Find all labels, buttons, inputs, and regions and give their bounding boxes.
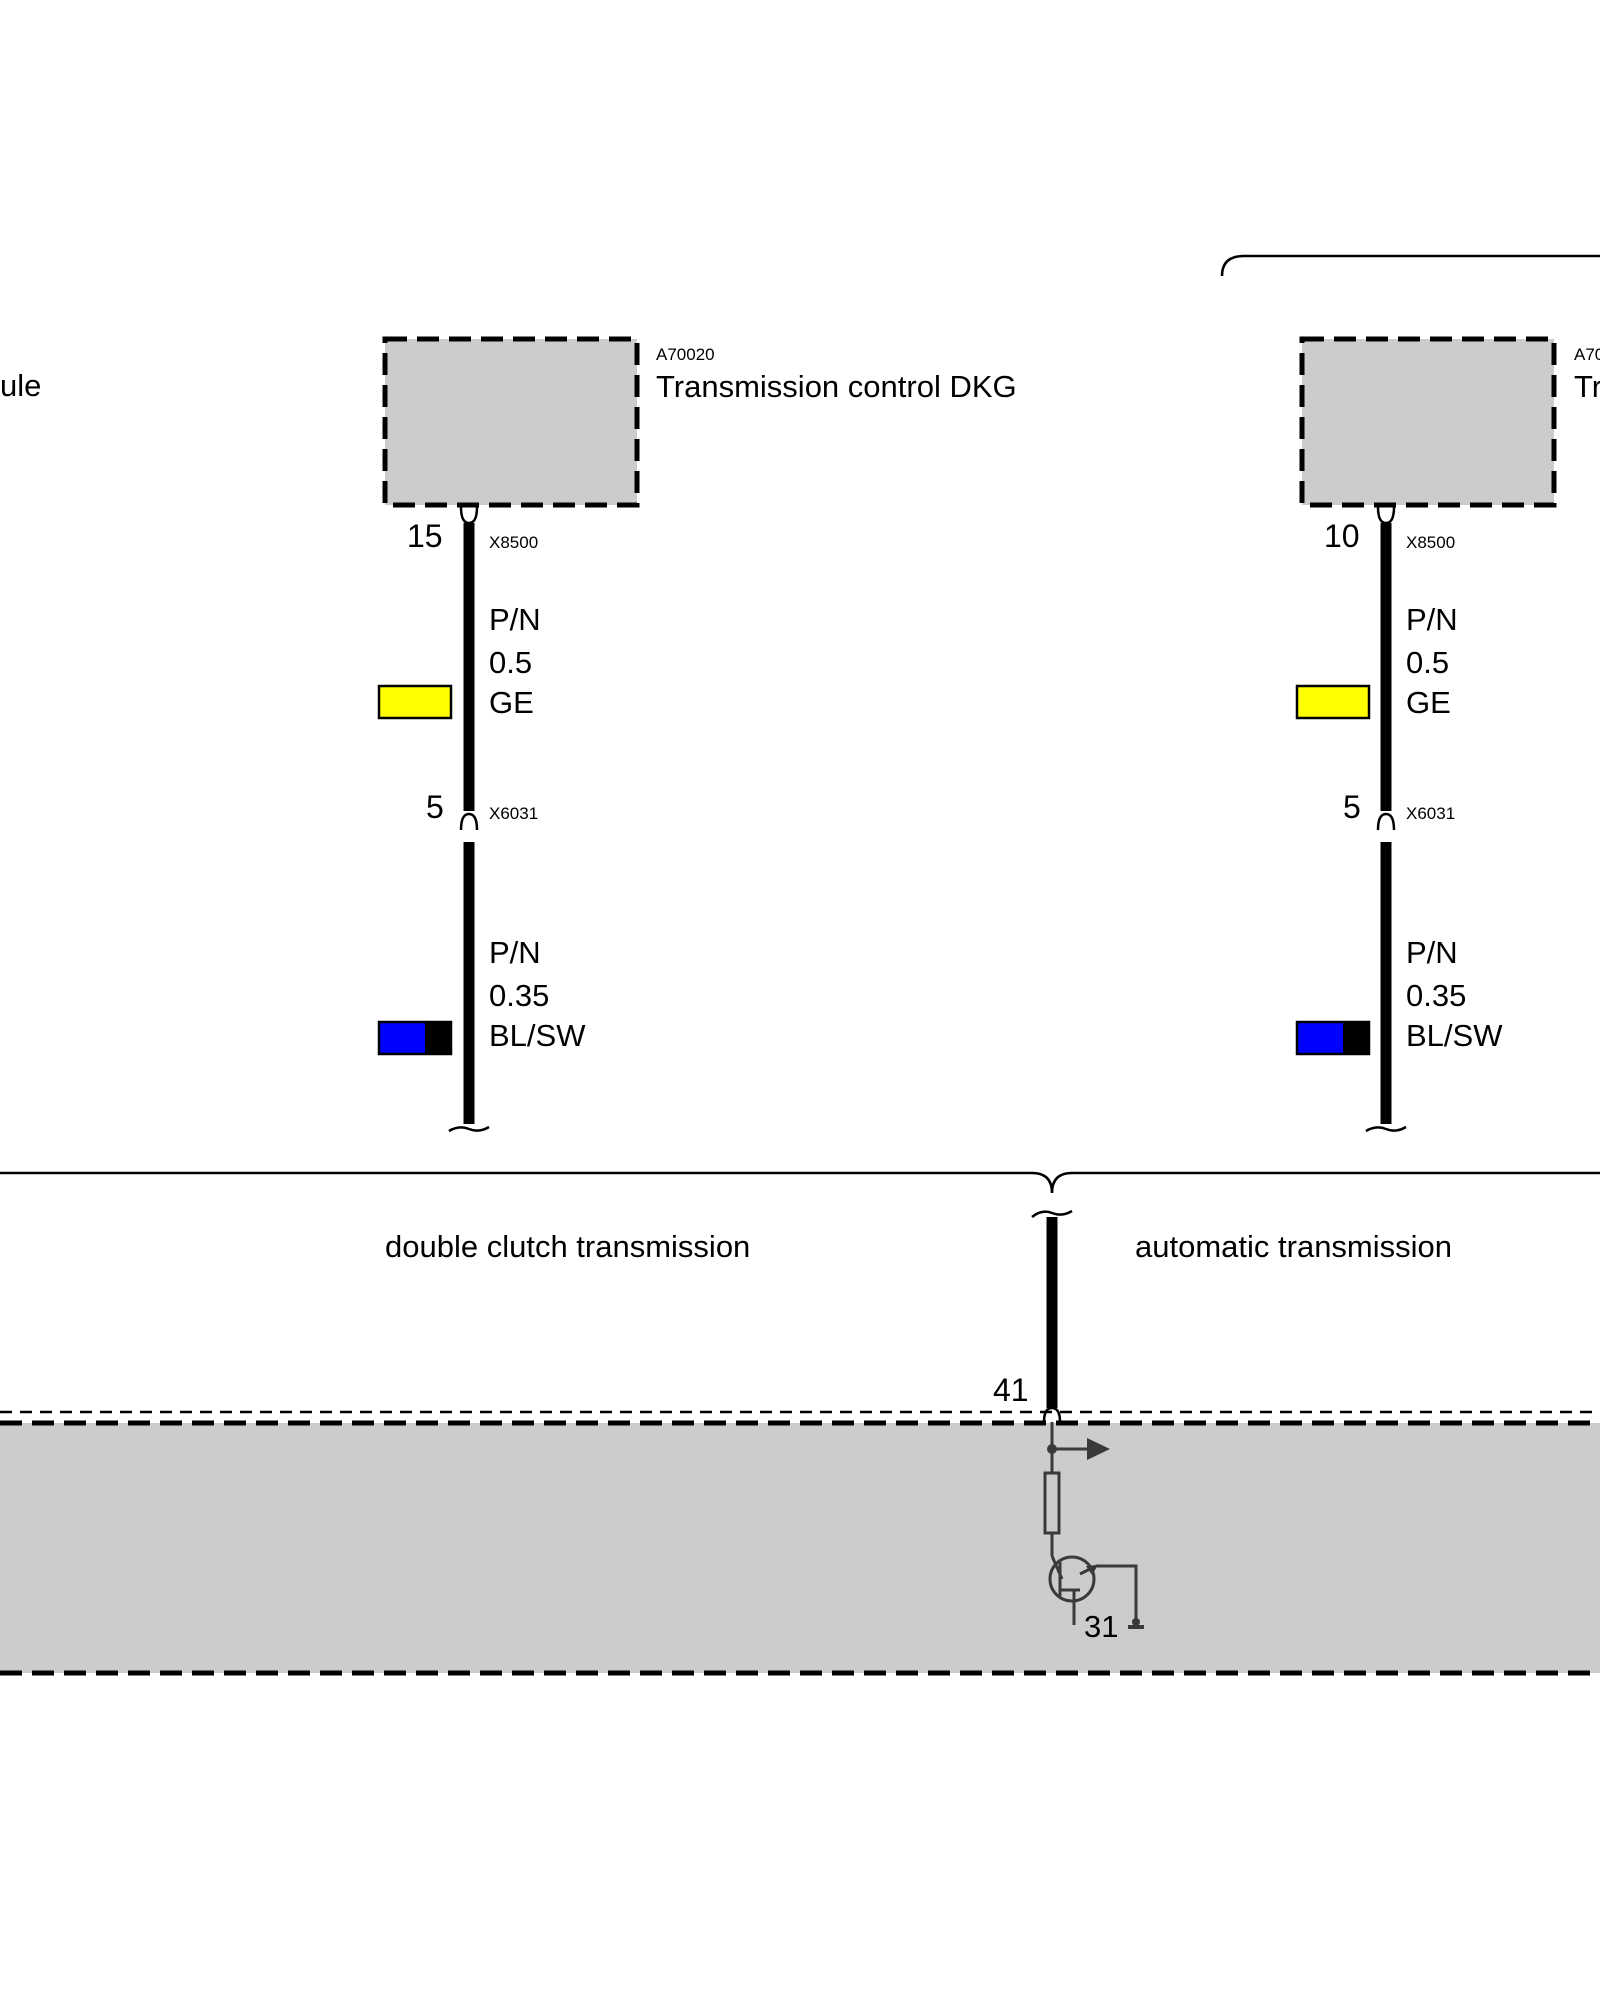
ground-terminal-label: 31 (1084, 1609, 1118, 1644)
wire-color-swatch-outline (377, 1020, 453, 1056)
connector-label: X8500 (1406, 533, 1455, 552)
wire-color-swatch-yellow (377, 684, 453, 720)
wire-color-code-label: GE (489, 685, 534, 720)
wire-color-swatch-black (425, 1022, 451, 1054)
wire-color-swatch-outline (1295, 1020, 1371, 1056)
pin-number-label: 15 (407, 518, 443, 554)
wire-size-label: 0.35 (1406, 978, 1466, 1013)
signal-arrow-icon (1087, 1438, 1110, 1460)
wire-signal-label: P/N (489, 602, 541, 637)
connector-x8500-symbol (459, 506, 479, 525)
wire-size-label: 0.5 (489, 645, 532, 680)
variant-label-automatic: automatic transmission (1135, 1229, 1452, 1264)
module-id-label: A70020 (656, 345, 715, 364)
ground-line (1096, 1564, 1138, 1625)
resistor-symbol (1043, 1471, 1061, 1535)
wire-break-symbol (1031, 1209, 1073, 1218)
wire-color-swatch-blue (379, 1022, 425, 1054)
transmission-control-module-box[interactable] (382, 336, 640, 508)
variant-brace (0, 1171, 1600, 1194)
wire-color-code-label: BL/SW (489, 1018, 586, 1053)
wire-signal-label: P/N (1406, 935, 1458, 970)
partial-module-label: ule (0, 368, 41, 403)
module-name-label: Transmission control DKG (656, 369, 1017, 404)
wire-color-swatch-yellow (1295, 684, 1371, 720)
variant-label-double-clutch: double clutch transmission (385, 1229, 750, 1264)
connector-label: X6031 (489, 804, 538, 823)
transmission-control-module-box[interactable] (1299, 336, 1557, 508)
wire-signal-label: P/N (489, 935, 541, 970)
wire-color-code-label: GE (1406, 685, 1451, 720)
connector-x6031-symbol (1376, 812, 1396, 831)
pin-number-label: 5 (426, 789, 444, 825)
wire-size-label: 0.35 (489, 978, 549, 1013)
connector-label: X6031 (1406, 804, 1455, 823)
wire-size-label: 0.5 (1406, 645, 1449, 680)
wire-color-swatch-black (1343, 1022, 1369, 1054)
connector-label: X8500 (489, 533, 538, 552)
wire-signal-label: P/N (1406, 602, 1458, 637)
pin-number-label: 10 (1324, 518, 1360, 554)
transistor-arrow-icon (1086, 1565, 1098, 1575)
connector-x6031-symbol (459, 812, 479, 831)
ground-dot (1132, 1618, 1140, 1626)
connector-pin-symbol (1042, 1406, 1062, 1423)
transistor-icon (1048, 1555, 1096, 1603)
connector-x8500-symbol (1376, 506, 1396, 525)
variant-bracket-top (1220, 254, 1600, 277)
wire-color-code-label: BL/SW (1406, 1018, 1503, 1053)
wire-break-symbol (1365, 1125, 1407, 1133)
bottom-module-area[interactable] (0, 1423, 1600, 1673)
module-id-label: A70 (1574, 345, 1600, 364)
wire-color-swatch-blue (1297, 1022, 1343, 1054)
pin-number-label: 41 (993, 1372, 1029, 1408)
wire-break-symbol (448, 1125, 490, 1133)
module-name-label: Tr (1574, 369, 1600, 404)
pin-number-label: 5 (1343, 789, 1361, 825)
